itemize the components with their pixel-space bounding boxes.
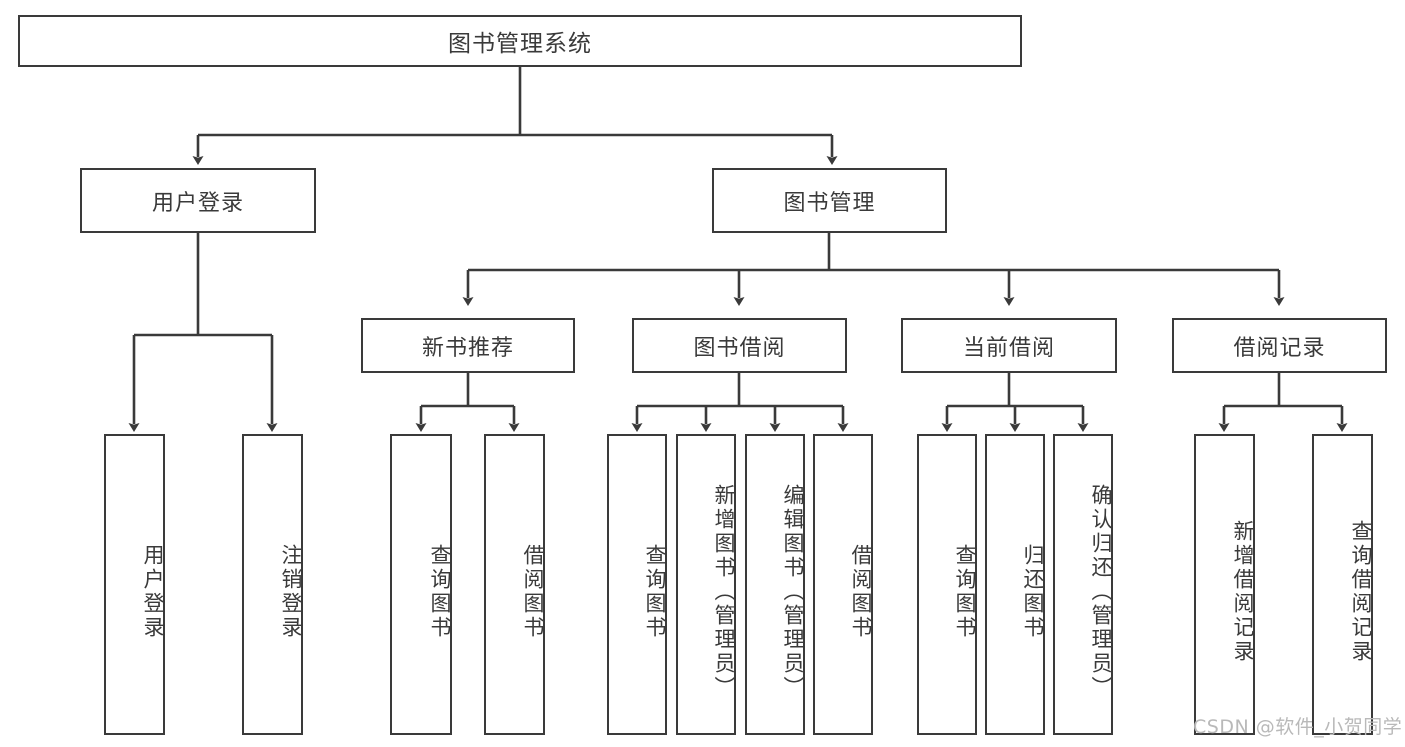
csdn-watermark: CSDN @软件_小贺同学 bbox=[1193, 716, 1403, 738]
node-new-book-recommend[interactable]: 新书推荐 bbox=[361, 318, 575, 373]
node-book-borrow[interactable]: 图书借阅 bbox=[632, 318, 847, 373]
leaf-query-book-borrow[interactable]: 查询图书 bbox=[607, 434, 667, 735]
leaf-edit-book-admin[interactable]: 编辑图书（管理员） bbox=[745, 434, 805, 735]
node-current-borrow[interactable]: 当前借阅 bbox=[901, 318, 1117, 373]
leaf-confirm-return-admin[interactable]: 确认归还（管理员） bbox=[1053, 434, 1113, 735]
node-root[interactable]: 图书管理系统 bbox=[18, 15, 1022, 67]
leaf-logout[interactable]: 注销登录 bbox=[242, 434, 303, 735]
leaf-borrow-book[interactable]: 借阅图书 bbox=[813, 434, 873, 735]
node-book-management[interactable]: 图书管理 bbox=[712, 168, 947, 233]
leaf-query-borrow-record[interactable]: 查询借阅记录 bbox=[1312, 434, 1373, 735]
leaf-add-book-admin[interactable]: 新增图书（管理员） bbox=[676, 434, 736, 735]
node-user-login[interactable]: 用户登录 bbox=[80, 168, 316, 233]
leaf-query-book-current[interactable]: 查询图书 bbox=[917, 434, 977, 735]
leaf-query-book-new[interactable]: 查询图书 bbox=[390, 434, 452, 735]
leaf-add-borrow-record[interactable]: 新增借阅记录 bbox=[1194, 434, 1255, 735]
leaf-return-book[interactable]: 归还图书 bbox=[985, 434, 1045, 735]
node-borrow-record[interactable]: 借阅记录 bbox=[1172, 318, 1387, 373]
leaf-borrow-book-new[interactable]: 借阅图书 bbox=[484, 434, 545, 735]
leaf-user-login[interactable]: 用户登录 bbox=[104, 434, 165, 735]
